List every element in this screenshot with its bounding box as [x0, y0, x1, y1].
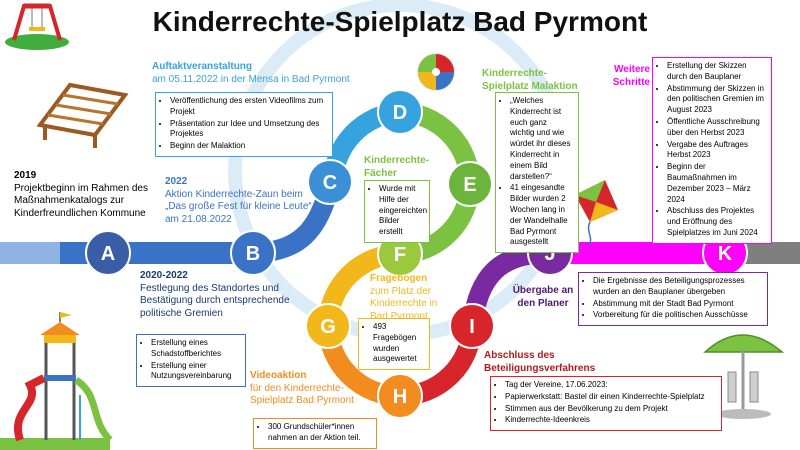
- node-h: H: [377, 373, 423, 419]
- step-e-title: Kinderrechte-Spielplatz Malaktion: [482, 68, 578, 92]
- node-e-label: E: [463, 174, 476, 196]
- node-f-label: F: [394, 244, 406, 266]
- step-i-title: Abschluss des Beteiligungsverfahrens: [484, 350, 596, 374]
- step-h-item: 300 Grundschüler*innen nahmen an der Akt…: [268, 422, 371, 444]
- step-i-item: Tag der Vereine, 17.06.2023:: [505, 380, 716, 391]
- step-f-title: Kinderrechte-Fächer: [364, 155, 430, 179]
- step-d-title: Auftaktveranstaltung: [152, 61, 253, 72]
- step-g: Fragebogen zum Platz der Kinderrechte in…: [370, 273, 450, 323]
- step-d-item: Veröffentlichung des ersten Videofilms z…: [170, 96, 327, 118]
- step-f-box: Wurde mit Hilfe der eingereichten Bilder…: [364, 180, 430, 243]
- step-e-item: „Welches Kinderrecht ist euch ganz wicht…: [510, 96, 573, 182]
- node-j-label: J: [544, 243, 555, 265]
- step-h-title: Videoaktion: [250, 370, 307, 381]
- node-h-label: H: [393, 386, 407, 408]
- node-a-label: A: [101, 243, 115, 265]
- step-k-item: Öffentliche Ausschreibung über den Herbs…: [667, 117, 766, 139]
- step-g-box: 493 Fragebögen wurden ausgewertet: [358, 318, 430, 371]
- step-h-box: 300 Grundschüler*innen nahmen an der Akt…: [253, 418, 377, 449]
- node-i: I: [449, 303, 495, 349]
- step-g-item: 493 Fragebögen wurden ausgewertet: [373, 322, 424, 365]
- step-b-item: Erstellung eines Schadstoffberichtes: [151, 338, 240, 360]
- step-k-item: Abschluss des Projektes und Eröffnung de…: [667, 206, 766, 238]
- step-a: 2019 Projektbeginn im Rahmen des Maßnahm…: [14, 170, 164, 220]
- step-h: Videoaktion für den Kinderrechte-Spielpl…: [250, 370, 360, 408]
- step-b-item: Erstellung einer Nutzungsvereinbarung: [151, 361, 240, 383]
- step-j-box: Die Ergebnisse des Beteiligungsprozesses…: [578, 272, 768, 327]
- beach-ball-icon: [417, 53, 455, 91]
- playground-slide-icon: [0, 312, 113, 450]
- node-e: E: [447, 161, 493, 207]
- step-i-item: Papierwerkstatt: Bastel dir einen Kinder…: [505, 392, 716, 403]
- step-a-year: 2019: [14, 170, 37, 181]
- step-k-item: Erstellung der Skizzen durch den Bauplan…: [667, 61, 766, 83]
- timeline-bar-right: [550, 242, 725, 264]
- node-b-label: B: [246, 243, 260, 265]
- step-i-box: Tag der Vereine, 17.06.2023: Papierwerks…: [490, 376, 722, 432]
- step-d: Auftaktveranstaltung am 05.11.2022 in de…: [152, 61, 352, 86]
- step-a-text: Projektbeginn im Rahmen des Maßnahmenkat…: [14, 182, 148, 219]
- step-c: 2022 Aktion Kinderrechte-Zaun beim „Das …: [165, 176, 315, 226]
- step-d-item: Beginn der Malaktion: [170, 141, 327, 152]
- kite-icon: [575, 180, 618, 247]
- node-d-label: D: [393, 102, 407, 124]
- step-f-item: Wurde mit Hilfe der eingereichten Bilder…: [379, 184, 427, 238]
- step-k-title: Weitere Schritte: [612, 64, 650, 88]
- timeline-bar-left-fade: [0, 242, 60, 264]
- step-k-box: Erstellung der Skizzen durch den Bauplan…: [652, 57, 772, 244]
- step-k-item: Abstimmung der Skizzen in den politische…: [667, 84, 766, 116]
- node-g: G: [305, 303, 351, 349]
- step-b-box: Erstellung eines Schadstoffberichtes Ers…: [136, 334, 246, 388]
- node-d: D: [377, 89, 423, 135]
- node-c: C: [307, 159, 353, 205]
- node-g-label: G: [320, 316, 336, 338]
- step-i-item: Stimmen aus der Bevölkerung zu dem Proje…: [505, 404, 716, 415]
- node-a: A: [85, 230, 131, 276]
- step-g-title: Fragebogen: [370, 273, 428, 284]
- step-b-year: 2020-2022: [140, 270, 188, 281]
- swing-icon: [5, 3, 69, 50]
- step-d-subtitle: am 05.11.2022 in der Mensa in Bad Pyrmon…: [152, 73, 350, 85]
- step-j-item: Die Ergebnisse des Beteiligungsprozesses…: [593, 276, 762, 298]
- step-e-box: „Welches Kinderrecht ist euch ganz wicht…: [495, 92, 579, 254]
- step-i-item: Kinderrechte-Ideenkreis: [505, 415, 716, 426]
- node-c-label: C: [323, 172, 337, 194]
- step-d-box: Veröffentlichung des ersten Videofilms z…: [155, 92, 333, 157]
- step-c-text: Aktion Kinderrechte-Zaun beim „Das große…: [165, 188, 312, 225]
- node-k-label: K: [718, 243, 733, 265]
- page-title: Kinderrechte-Spielplatz Bad Pyrmont: [152, 6, 648, 37]
- umbrella-table-icon: [703, 334, 785, 419]
- timeline-bar-left: [0, 242, 270, 264]
- step-k-item: Vergabe des Auftrages Herbst 2023: [667, 140, 766, 162]
- step-c-year: 2022: [165, 176, 188, 187]
- step-g-subtitle: zum Platz der Kinderrechte in Bad Pyrmon…: [370, 285, 438, 322]
- step-e-item: 41 eingesandte Bilder wurden 2 Wochen la…: [510, 183, 573, 248]
- step-b: 2020-2022 Festlegung des Standortes und …: [140, 270, 290, 320]
- node-f: F: [377, 231, 423, 277]
- step-j-item: Vorbereitung für die politischen Ausschü…: [593, 310, 762, 321]
- step-k-item: Beginn der Baumaßnahmen im Dezember 2023…: [667, 162, 766, 205]
- step-j-item: Abstimmung mit der Stadt Bad Pyrmont: [593, 299, 762, 310]
- step-d-item: Präsentation zur Idee und Umsetzung des …: [170, 119, 327, 141]
- node-i-label: I: [469, 316, 475, 338]
- node-b: B: [230, 230, 276, 276]
- step-j-title: Übergabe an den Planer: [512, 285, 574, 309]
- step-b-text: Festlegung des Standortes und Bestätigun…: [140, 282, 290, 319]
- climbing-frame-icon: [36, 82, 129, 148]
- step-h-subtitle: für den Kinderrechte-Spielplatz Bad Pyrm…: [250, 382, 354, 407]
